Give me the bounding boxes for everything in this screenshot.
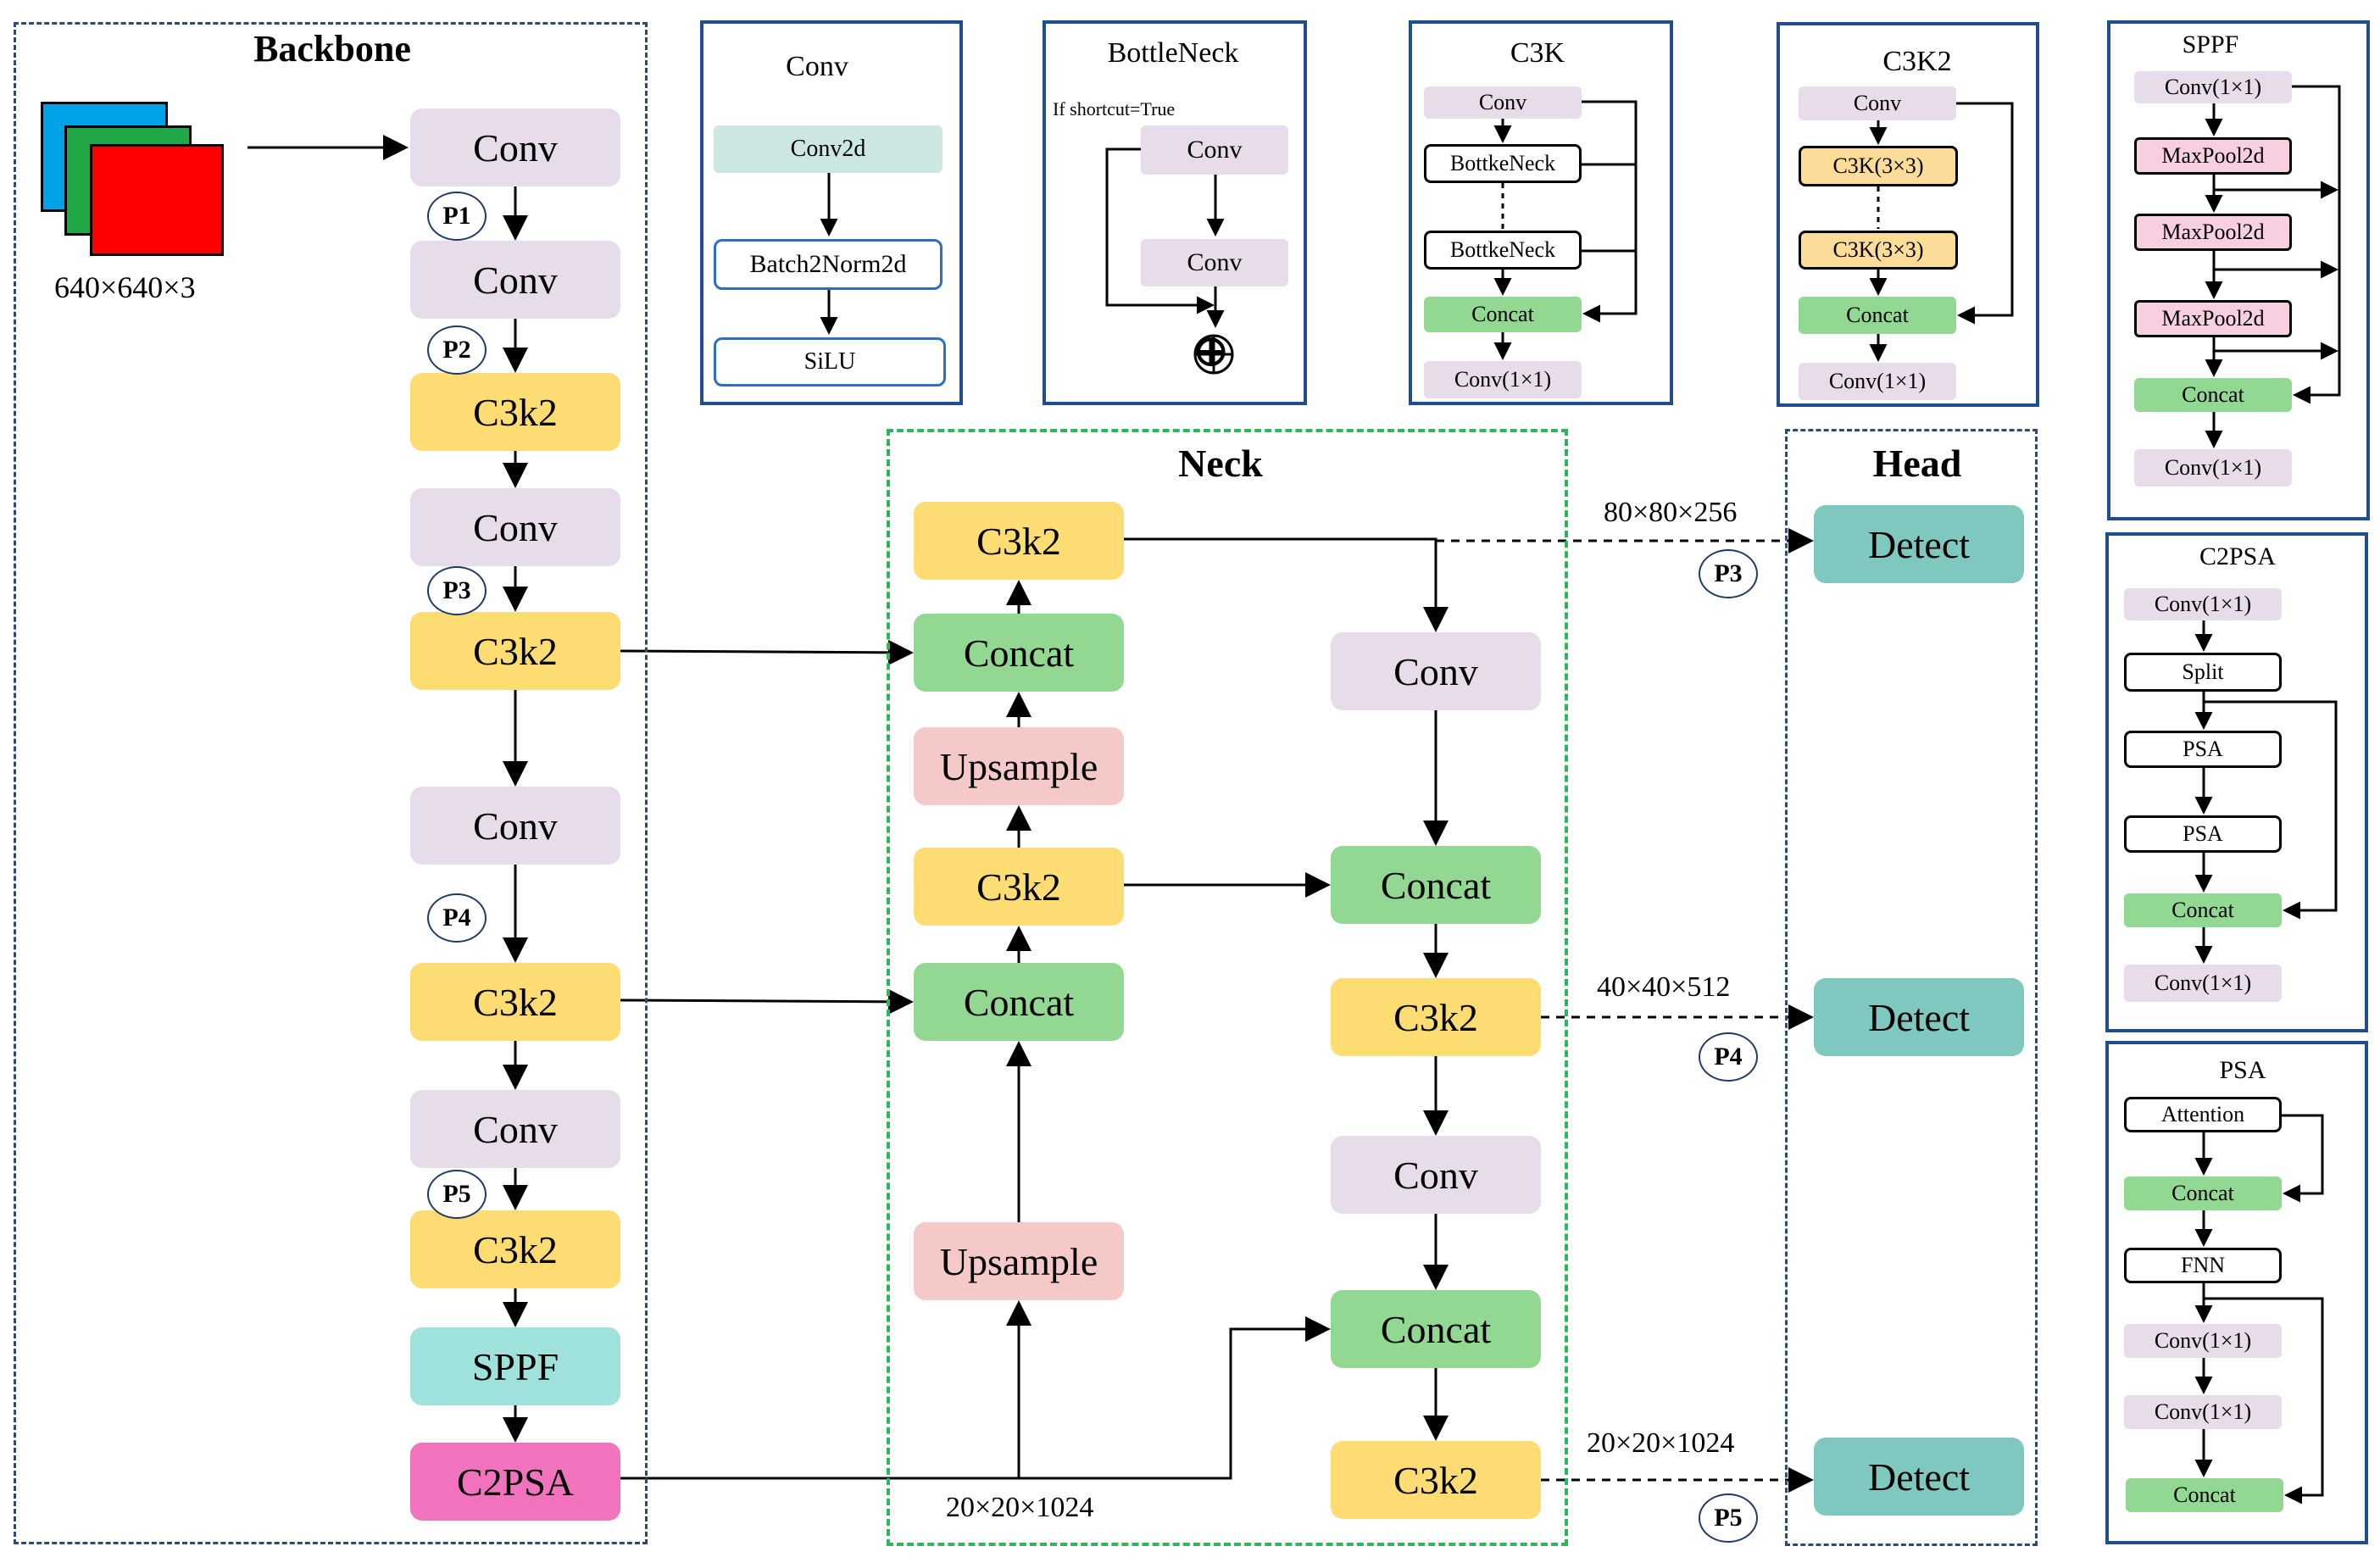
neck-dim-label: 20×20×1024 xyxy=(946,1492,1094,1523)
legend-bottleneck-frame xyxy=(1043,20,1307,405)
legend-sppf-maxpool-3: MaxPool2d xyxy=(2134,300,2292,337)
neck-c3k2-top: C3k2 xyxy=(914,502,1124,580)
head-detect-1: Detect xyxy=(1814,505,2024,583)
legend-psa-title: PSA xyxy=(2219,1056,2266,1084)
legend-psa-frame xyxy=(2105,1041,2368,1544)
head-badge-p3: P3 xyxy=(1699,549,1758,598)
badge-p4: P4 xyxy=(427,893,487,943)
legend-c3k-concat: Concat xyxy=(1424,297,1582,332)
legend-c3k2-c3k-1: C3K(3×3) xyxy=(1799,146,1958,186)
legend-psa-conv-1: Conv(1×1) xyxy=(2124,1324,2282,1358)
legend-conv-conv2d: Conv2d xyxy=(714,125,943,173)
legend-bottleneck-conv-1: Conv xyxy=(1141,125,1288,175)
head-detect-3: Detect xyxy=(1814,1438,2024,1516)
legend-sppf-conv-2: Conv(1×1) xyxy=(2134,449,2292,487)
legend-psa-attention: Attention xyxy=(2124,1097,2282,1132)
input-image-red xyxy=(90,144,224,256)
neck-concat-right-2: Concat xyxy=(1331,1290,1541,1368)
legend-c2psa-title: C2PSA xyxy=(2199,542,2277,570)
legend-sppf-conv-1: Conv(1×1) xyxy=(2134,71,2292,103)
neck-c3k2-right-1: C3k2 xyxy=(1331,978,1541,1056)
backbone-c3k2-3: C3k2 xyxy=(410,963,620,1041)
badge-p1: P1 xyxy=(427,192,487,241)
neck-c3k2-right-2: C3k2 xyxy=(1331,1441,1541,1519)
legend-c3k2-conv: Conv xyxy=(1799,86,1956,120)
legend-bottleneck-sum: ⊕ xyxy=(1192,325,1231,376)
legend-psa-concat-1: Concat xyxy=(2124,1176,2282,1210)
legend-conv-title: Conv xyxy=(786,51,848,82)
legend-c3k-title: C3K xyxy=(1510,37,1565,69)
backbone-sppf: SPPF xyxy=(410,1327,620,1405)
legend-c3k-frame xyxy=(1409,20,1673,405)
legend-c3k2-title: C3K2 xyxy=(1882,46,1952,77)
backbone-conv-5: Conv xyxy=(410,1090,620,1168)
backbone-c3k2-4: C3k2 xyxy=(410,1210,620,1288)
legend-conv-silu: SiLU xyxy=(714,337,946,387)
legend-sppf-frame xyxy=(2107,20,2370,520)
legend-sppf-title: SPPF xyxy=(2182,31,2239,58)
legend-c3k2-concat: Concat xyxy=(1799,297,1956,334)
legend-bottleneck-title: BottleNeck xyxy=(1107,37,1239,69)
head-dim-3: 20×20×1024 xyxy=(1587,1427,1735,1459)
legend-c3k2-c3k-2: C3K(3×3) xyxy=(1799,231,1958,270)
backbone-conv-1: Conv xyxy=(410,108,620,186)
backbone-c3k2-2: C3k2 xyxy=(410,612,620,690)
legend-c2psa-conv-2: Conv(1×1) xyxy=(2124,965,2282,1002)
legend-c3k-bottleneck-2: BottkeNeck xyxy=(1424,231,1582,270)
legend-sppf-maxpool-2: MaxPool2d xyxy=(2134,214,2292,251)
legend-sppf-maxpool-1: MaxPool2d xyxy=(2134,137,2292,175)
neck-title: Neck xyxy=(1178,442,1263,485)
legend-psa-conv-2: Conv(1×1) xyxy=(2124,1395,2282,1429)
head-dim-1: 80×80×256 xyxy=(1604,497,1738,528)
legend-sppf-concat: Concat xyxy=(2134,378,2292,412)
legend-bottleneck-conv-2: Conv xyxy=(1141,239,1288,286)
backbone-title: Backbone xyxy=(253,28,411,70)
badge-p3: P3 xyxy=(427,566,487,615)
head-dim-2: 40×40×512 xyxy=(1597,971,1731,1003)
legend-c2psa-split: Split xyxy=(2124,653,2282,692)
legend-bottleneck-note: If shortcut=True xyxy=(1053,98,1176,120)
legend-c3k2-frame xyxy=(1777,22,2039,407)
legend-c2psa-frame xyxy=(2105,532,2368,1032)
neck-upsample-top: Upsample xyxy=(914,727,1124,805)
legend-c2psa-concat: Concat xyxy=(2124,893,2282,927)
neck-concat-mid: Concat xyxy=(914,963,1124,1041)
badge-p5: P5 xyxy=(427,1170,487,1219)
legend-conv-frame xyxy=(700,20,963,405)
backbone-frame xyxy=(14,22,648,1544)
backbone-c2psa: C2PSA xyxy=(410,1443,620,1521)
neck-concat-top: Concat xyxy=(914,614,1124,692)
legend-c3k-conv1x1: Conv(1×1) xyxy=(1424,361,1582,398)
head-badge-p5: P5 xyxy=(1699,1493,1758,1543)
head-frame xyxy=(1785,429,2038,1546)
legend-psa-concat-2: Concat xyxy=(2126,1478,2283,1512)
legend-c3k-conv: Conv xyxy=(1424,86,1582,119)
head-badge-p4: P4 xyxy=(1699,1032,1758,1082)
neck-concat-right-1: Concat xyxy=(1331,846,1541,924)
legend-psa-fnn: FNN xyxy=(2124,1248,2282,1283)
badge-p2: P2 xyxy=(427,325,487,375)
legend-c2psa-conv-1: Conv(1×1) xyxy=(2124,588,2282,620)
head-detect-2: Detect xyxy=(1814,978,2024,1056)
legend-c2psa-psa-2: PSA xyxy=(2124,815,2282,853)
legend-c3k2-conv1x1: Conv(1×1) xyxy=(1799,363,1956,400)
backbone-c3k2-1: C3k2 xyxy=(410,373,620,451)
input-size-label: 640×640×3 xyxy=(54,270,196,304)
legend-c3k-bottleneck-1: BottkeNeck xyxy=(1424,144,1582,183)
backbone-conv-3: Conv xyxy=(410,488,620,566)
legend-conv-batchnorm: Batch2Norm2d xyxy=(714,239,943,290)
neck-conv-right-2: Conv xyxy=(1331,1136,1541,1214)
neck-c3k2-mid: C3k2 xyxy=(914,848,1124,926)
backbone-conv-2: Conv xyxy=(410,241,620,319)
head-title: Head xyxy=(1872,442,1962,485)
neck-conv-right-1: Conv xyxy=(1331,632,1541,710)
neck-frame xyxy=(887,429,1568,1546)
neck-upsample-bottom: Upsample xyxy=(914,1222,1124,1300)
backbone-conv-4: Conv xyxy=(410,787,620,865)
legend-c2psa-psa-1: PSA xyxy=(2124,731,2282,768)
